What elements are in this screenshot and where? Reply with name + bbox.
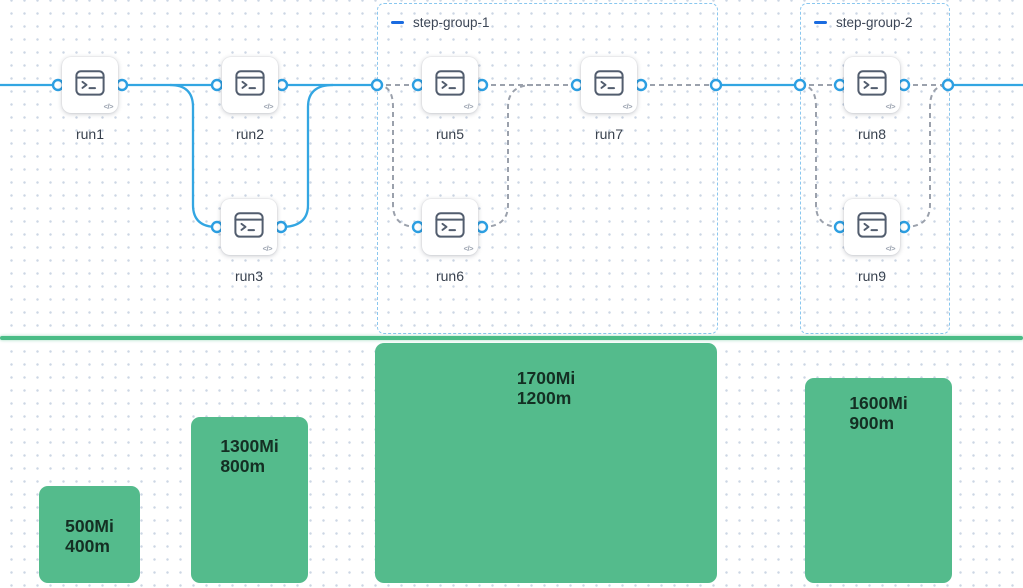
edge-solid [280,83,334,229]
terminal-icon [234,212,264,238]
code-icon: </> [885,102,896,111]
memory-value: 1300Mi [220,436,279,456]
node-run1[interactable]: </> [62,57,118,113]
memory-value: 1600Mi [849,393,908,413]
code-icon: </> [263,102,274,111]
node-label-run5: run5 [435,126,465,142]
collapse-dash-icon[interactable] [391,20,404,25]
group-label: step-group-2 [836,15,913,30]
cpu-value: 400m [65,536,110,557]
terminal-icon [594,70,624,96]
node-label-run6: run6 [435,268,465,284]
memory-value: 1700Mi [516,368,576,388]
node-run9[interactable]: </> [844,199,900,255]
cpu-value: 900m [849,413,895,434]
node-label-run1: run1 [75,126,105,142]
node-run7[interactable]: </> [581,57,637,113]
node-label-run2: run2 [235,126,265,142]
node-run5[interactable]: </> [422,57,478,113]
node-run8[interactable]: </> [844,57,900,113]
node-label-run8: run8 [857,126,887,142]
terminal-icon [857,212,887,238]
group-step-group-1[interactable]: step-group-1 [377,3,718,334]
memory-value: 500Mi [65,516,114,536]
section-divider [0,336,1023,340]
terminal-icon [75,70,105,96]
code-icon: </> [885,244,896,253]
cpu-value: 800m [220,456,266,477]
collapse-dash-icon[interactable] [814,20,827,25]
port[interactable] [274,220,288,234]
group-label-row: step-group-2 [814,15,913,30]
port[interactable] [275,78,289,92]
port[interactable] [210,78,224,92]
group-label-row: step-group-1 [391,15,490,30]
node-run3[interactable]: </> [221,199,277,255]
code-icon: </> [463,102,474,111]
terminal-icon [857,70,887,96]
edge-solid [169,83,218,229]
node-run2[interactable]: </> [222,57,278,113]
cpu-value: 1200m [516,388,572,409]
node-label-run9: run9 [857,268,887,284]
node-run6[interactable]: </> [422,199,478,255]
code-icon: </> [262,244,273,253]
code-icon: </> [622,102,633,111]
port[interactable] [115,78,129,92]
node-label-run7: run7 [594,126,624,142]
group-step-group-2[interactable]: step-group-2 [800,3,950,334]
code-icon: </> [463,244,474,253]
group-label: step-group-1 [413,15,490,30]
node-label-run3: run3 [234,268,264,284]
code-icon: </> [103,102,114,111]
terminal-icon [235,70,265,96]
terminal-icon [435,70,465,96]
terminal-icon [435,212,465,238]
